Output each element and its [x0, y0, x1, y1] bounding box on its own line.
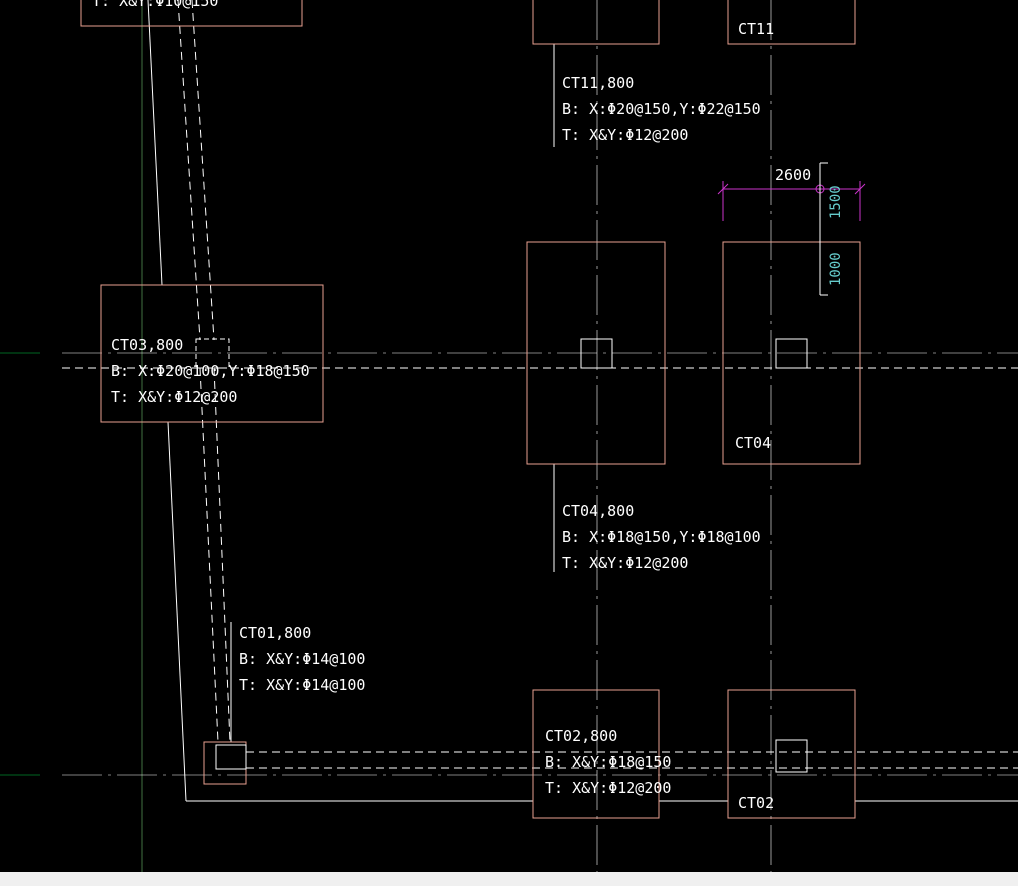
- beam-hidden-edge: [191, 0, 215, 341]
- note-ct04-top: T: X&Y:Φ12@200: [562, 554, 688, 572]
- footing-ct03[interactable]: [100, 284, 324, 423]
- dimension-text-lower: 1000: [828, 252, 844, 286]
- column-ct03[interactable]: [195, 338, 230, 369]
- column-ct04[interactable]: [775, 338, 808, 369]
- footing-ct04[interactable]: [722, 241, 861, 465]
- footing-label-ct04: CT04: [735, 434, 771, 452]
- beam-hidden-edge: [213, 367, 231, 743]
- beam-hidden-edge: [177, 0, 201, 341]
- footing-label-ct11: CT11: [738, 20, 774, 38]
- footings: [80, 0, 861, 819]
- beam-edge: [167, 421, 187, 802]
- leader-lines: [230, 44, 555, 742]
- column-ct01[interactable]: [215, 744, 247, 770]
- note-ct03-name: CT03,800: [111, 336, 183, 354]
- tick-right: [854, 183, 866, 195]
- footing-top-left[interactable]: [80, 0, 303, 27]
- columns: [195, 338, 808, 773]
- dimension-width-line: [717, 181, 866, 221]
- note-ct04-name: CT04,800: [562, 502, 634, 520]
- footing-ct11-left[interactable]: [532, 0, 660, 45]
- note-ct04-bottom: B: X:Φ18@150,Y:Φ18@100: [562, 528, 761, 546]
- column-ct04-left[interactable]: [580, 338, 613, 369]
- tick-left: [717, 183, 729, 195]
- beam-hidden-lines: [62, 0, 1018, 769]
- dimension-vertical-line: [819, 162, 828, 296]
- dimension-marks: [717, 162, 866, 296]
- footing-ct02[interactable]: [727, 689, 856, 819]
- annotations: T: X&Y:Φ10@150 CT11 CT11,800 B: X:Φ20@15…: [92, 0, 844, 812]
- note-ct03-top: T: X&Y:Φ12@200: [111, 388, 237, 406]
- beam-edge: [147, 0, 163, 286]
- note-ct01-bottom: B: X&Y:Φ14@100: [239, 650, 365, 668]
- beam-hidden-edge: [199, 367, 219, 743]
- note-top-cut: T: X&Y:Φ10@150: [92, 0, 218, 10]
- note-ct02-name: CT02,800: [545, 727, 617, 745]
- dimension-text-upper: 1500: [828, 185, 844, 219]
- note-ct11-name: CT11,800: [562, 74, 634, 92]
- column-ct02[interactable]: [775, 739, 808, 773]
- status-bar: [0, 872, 1018, 886]
- footing-ct04-left[interactable]: [526, 241, 666, 465]
- note-ct02-bottom: B: X&Y:Φ18@150: [545, 753, 671, 771]
- note-ct01-name: CT01,800: [239, 624, 311, 642]
- footing-ct11[interactable]: [727, 0, 856, 45]
- note-ct11-top: T: X&Y:Φ12@200: [562, 126, 688, 144]
- note-ct03-bottom: B: X:Φ20@100,Y:Φ18@150: [111, 362, 310, 380]
- footing-label-ct02: CT02: [738, 794, 774, 812]
- note-ct01-top: T: X&Y:Φ14@100: [239, 676, 365, 694]
- note-ct11-bottom: B: X:Φ20@150,Y:Φ22@150: [562, 100, 761, 118]
- beams: [62, 0, 1018, 802]
- dimension-text-width: 2600: [775, 166, 811, 184]
- footing-ct02-left[interactable]: [532, 689, 660, 819]
- note-ct02-top: T: X&Y:Φ12@200: [545, 779, 671, 797]
